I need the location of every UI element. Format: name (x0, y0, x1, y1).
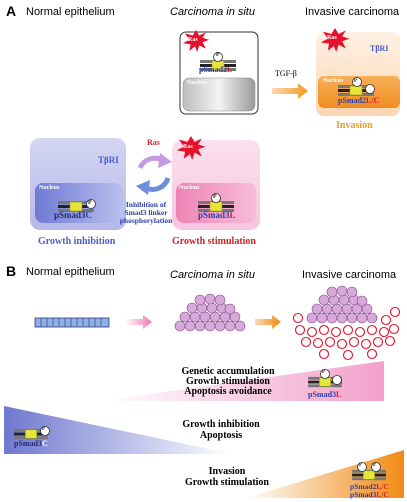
tgf-beta-label: TGF-β (275, 69, 297, 78)
psmad3c-label: pSmad3C (14, 439, 48, 448)
outcome-growth-inhibition: Growth inhibition (38, 236, 116, 247)
ras-label: Ras (183, 144, 193, 150)
outcome-invasion: Invasion (336, 120, 373, 131)
phospho-label: P (88, 200, 92, 206)
smad3c-trend-wedge (4, 406, 233, 454)
phospho-label: P (322, 370, 326, 375)
nucleus-label: Nucleus (187, 80, 208, 86)
phospho-icon (365, 84, 375, 94)
smad3-linker-inhibition-label: Inhibition of Smad3 linker phosphorylati… (119, 200, 173, 225)
psmad2l-label: pSmad2L (199, 65, 233, 74)
phospho-icon (40, 426, 50, 436)
tgf-beta-arrow-icon (272, 83, 308, 99)
ras-label: Ras (188, 37, 198, 43)
progression-arrow-icon (125, 315, 152, 329)
tbri-receptor-label: TβRI (98, 155, 119, 165)
psmad2-psmad3-lc-label: pSmad2L/C pSmad3L/C (350, 482, 389, 499)
phospho-icon (352, 77, 362, 87)
phospho-label: P (216, 52, 220, 58)
nucleus-label: Nucleus (323, 78, 344, 84)
phospho-icon (211, 193, 221, 203)
stage-normal-epithelium: Normal epithelium (26, 6, 115, 18)
phospho-icon (357, 462, 367, 472)
smad3c-effects-label: Growth inhibition Apoptosis (182, 419, 260, 441)
phospho-icon (213, 52, 223, 62)
cis-cell-box (179, 30, 259, 115)
stage-carcinoma-in-situ: Carcinoma in situ (170, 269, 255, 281)
panel-a-letter: A (6, 3, 17, 19)
smad3l-trend-wedge (100, 361, 384, 401)
panel-b-letter: B (6, 263, 17, 279)
ras-label: Ras (327, 35, 337, 41)
carcinoma-in-situ-mound (174, 293, 246, 332)
psmad3c-label: pSmad3C (54, 210, 93, 220)
phospho-label: P (359, 463, 363, 468)
outcome-growth-stimulation: Growth stimulation (172, 236, 256, 247)
psmad2lc-label: pSmad2L/C (338, 96, 380, 105)
nucleus-label: Nucleus (39, 185, 60, 191)
psmad3l-label: pSmad3L (308, 390, 342, 399)
nucleus-label: Nucleus (179, 185, 200, 191)
phospho-label: P (354, 79, 358, 84)
phospho-icon (371, 462, 381, 472)
progression-arrow-icon (255, 315, 281, 329)
phospho-label: P (213, 194, 217, 200)
invasive-carcinoma-mound (292, 285, 401, 361)
phospho-icon (320, 369, 330, 379)
stage-normal-epithelium: Normal epithelium (26, 266, 115, 278)
phospho-label: P (373, 463, 377, 468)
phospho-label: P (42, 427, 46, 432)
normal-cell-box (30, 138, 126, 230)
tbri-receptor-label: TβRI (370, 44, 389, 53)
smad2-smad3-lc-effects-label: Invasion Growth stimulation (185, 466, 269, 488)
normal-epithelium-strip (34, 317, 110, 328)
smad3l-effects-label: Genetic accumulation Growth stimulation … (181, 366, 275, 397)
dna-smad-icon (352, 469, 386, 481)
stage-carcinoma-in-situ: Carcinoma in situ (170, 6, 255, 18)
stage-invasive-carcinoma: Invasive carcinoma (302, 269, 397, 281)
phospho-icon (86, 199, 96, 209)
smad2-smad3-lc-trend-wedge (246, 450, 404, 498)
ras-label: Ras (147, 138, 160, 147)
ras-switch-cycle-icon (136, 153, 172, 195)
stage-invasive-carcinoma: Invasive carcinoma (305, 6, 400, 18)
invasive-cell-box (316, 28, 400, 116)
psmad3l-label: pSmad3L (198, 210, 236, 220)
stimulation-cell-box (172, 136, 260, 230)
phospho-icon (332, 375, 342, 385)
